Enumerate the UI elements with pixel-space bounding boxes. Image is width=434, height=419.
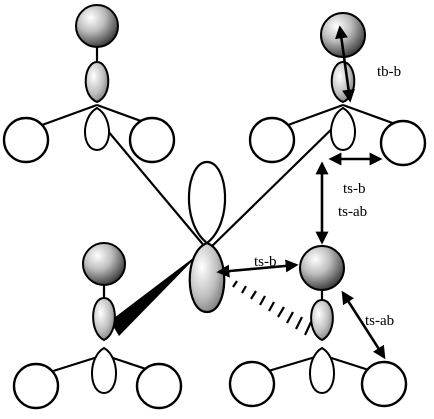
central-p-orbital: [187, 160, 227, 314]
bond-top-left-to-center: [96, 117, 207, 249]
p-orbital-lobe-large: [92, 296, 116, 342]
p-orbital-lobe-small: [84, 106, 110, 152]
hydrogen-atom: [82, 242, 126, 286]
central-lobe-upper: [187, 160, 227, 245]
wedge-bond: [110, 252, 201, 336]
interaction-arrows: [216, 25, 386, 360]
p-orbital-lobe-small: [330, 106, 356, 152]
substituent-circle-right: [360, 360, 408, 408]
p-orbital-lobe-large: [84, 60, 110, 104]
label-ts-b-mid: ts-b: [254, 254, 277, 270]
substituent-circle-left: [12, 362, 60, 410]
group-bottom-right: [228, 245, 408, 408]
central-bonds: [96, 117, 344, 251]
hydrogen-atom: [75, 4, 119, 48]
central-lobe-lower: [188, 241, 226, 314]
hydrogen-atom: [299, 245, 345, 291]
label-ts-ab-lower: ts-ab: [365, 313, 394, 329]
p-orbital-lobe-small: [91, 346, 117, 395]
arrow-ts-ab-lower: [341, 290, 386, 360]
label-ts-b-upper: ts-b: [343, 181, 366, 197]
group-bottom-left: [12, 242, 183, 410]
substituent-circle-left: [248, 116, 296, 164]
substituent-circle-right: [128, 116, 176, 164]
group-top-left: [2, 4, 176, 164]
substituent-circle-left: [228, 360, 276, 408]
bond-top-right-to-center: [207, 117, 344, 251]
label-ts-ab-upper: ts-ab: [338, 204, 367, 220]
arrow-tb-b: [334, 25, 356, 103]
p-orbital-lobe-large: [330, 60, 356, 104]
label-tb-b: tb-b: [377, 64, 401, 80]
substituent-circle-right: [379, 119, 427, 167]
substituent-circle-right: [135, 362, 183, 410]
arrow-ts-b-mid: [216, 259, 299, 278]
p-orbital-lobe-small: [309, 346, 335, 395]
p-orbital-lobe-large: [310, 298, 334, 342]
labels: tb-b ts-b ts-ab ts-b ts-ab: [254, 64, 401, 329]
substituent-circle-left: [2, 116, 50, 164]
group-top-right: [248, 12, 427, 167]
hashed-bond: [232, 280, 312, 336]
